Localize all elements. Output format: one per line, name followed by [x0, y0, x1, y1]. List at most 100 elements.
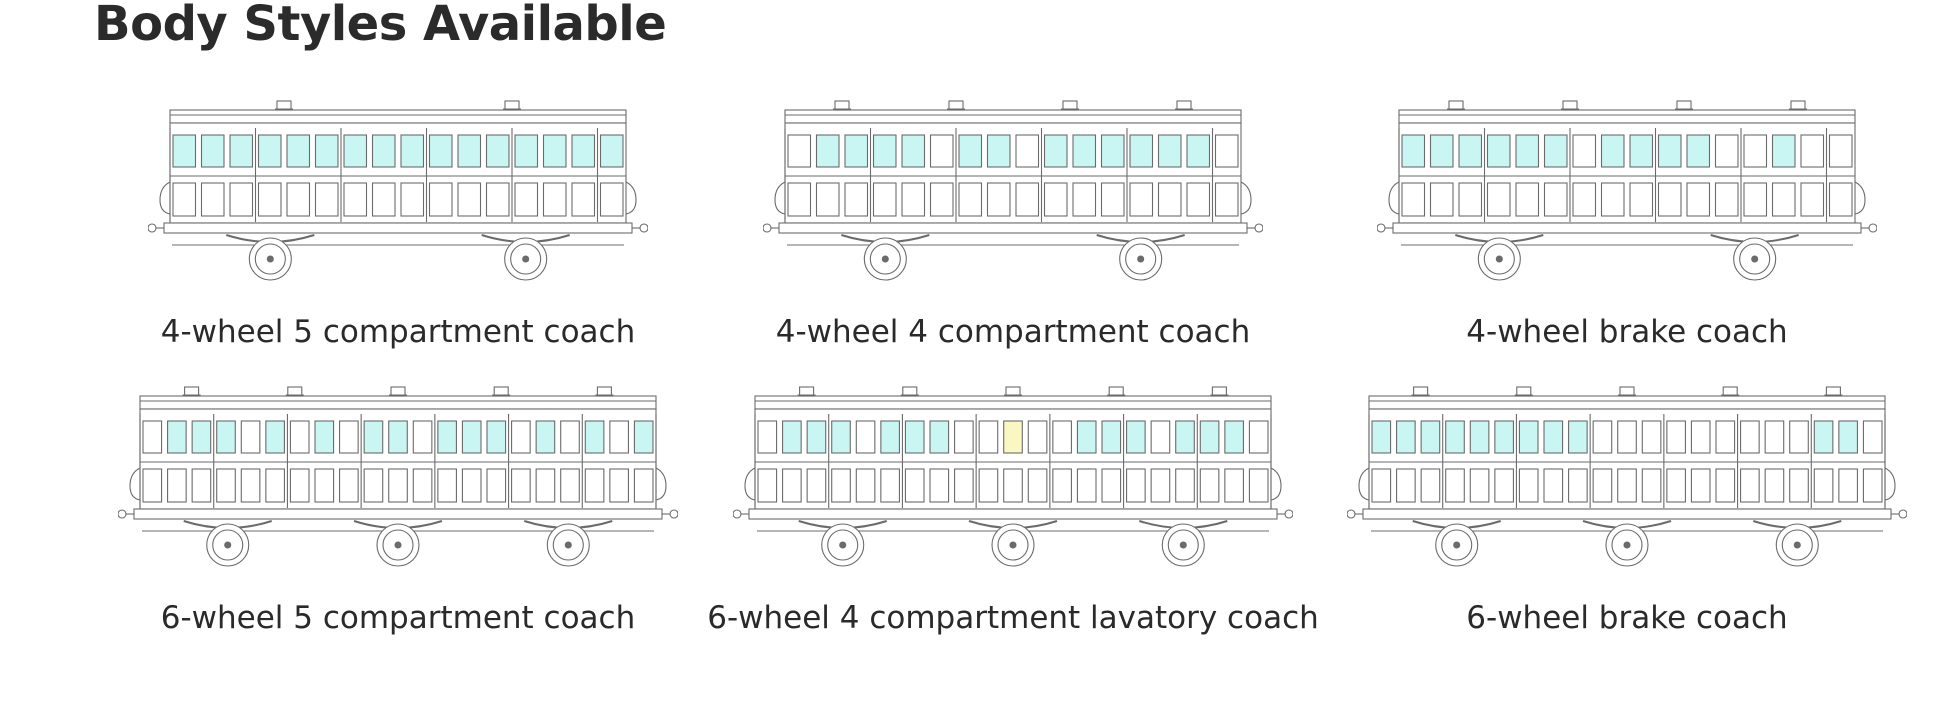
lower-panel [412, 468, 433, 503]
coach-window [1518, 420, 1539, 454]
lower-panel [461, 468, 482, 503]
coach-window [363, 420, 384, 454]
buffer-head [669, 509, 678, 519]
coach-window [1714, 134, 1739, 168]
lower-panel [1043, 182, 1068, 217]
coach-window [571, 134, 596, 168]
buffer-head [1377, 223, 1386, 233]
coach-window [1072, 134, 1097, 168]
lower-panel [1740, 468, 1760, 503]
wheel-hub [881, 255, 889, 263]
lower-panel [1617, 468, 1637, 503]
coach-window [929, 420, 950, 454]
coach-window [872, 134, 897, 168]
lower-panel [1150, 468, 1171, 503]
roof-lamp [1516, 386, 1532, 397]
lower-panel [1641, 468, 1662, 503]
roof-lamp [1108, 386, 1124, 397]
coach-window [486, 420, 507, 454]
lower-panel [904, 468, 925, 503]
lower-panel [216, 468, 236, 503]
wheel-rim [1611, 529, 1643, 561]
wheel-rim [1781, 529, 1813, 561]
lower-panel [855, 468, 876, 503]
body-style-card[interactable]: 4-wheel 4 compartment coach [703, 88, 1323, 350]
lower-panel [1486, 182, 1511, 217]
lower-panel [229, 182, 254, 217]
wheel-hub [564, 541, 572, 549]
body-style-card[interactable]: 4-wheel 5 compartment coach [88, 88, 708, 350]
coach-window [1771, 134, 1796, 168]
end-handrail [744, 467, 756, 501]
end-handrail [774, 181, 786, 215]
body-style-card[interactable]: 6-wheel 4 compartment lavatory coach [703, 374, 1323, 636]
lower-panel [1157, 182, 1182, 217]
lower-panel [1543, 468, 1564, 503]
lower-panel [1743, 182, 1768, 217]
lower-panel [1568, 468, 1588, 503]
lower-panel [609, 468, 629, 503]
lower-panel [844, 182, 869, 217]
lower-panel [1771, 182, 1796, 217]
lower-panel [1813, 468, 1834, 503]
coach-window [633, 420, 654, 454]
coach-window [314, 134, 339, 168]
body-style-card[interactable]: 6-wheel brake coach [1317, 374, 1937, 636]
body-style-card[interactable]: 6-wheel 5 compartment coach [88, 374, 708, 636]
coach-window [986, 134, 1011, 168]
coach-window [1515, 134, 1540, 168]
coach-window [167, 420, 187, 454]
coach-window [1371, 420, 1392, 454]
coach-drawing [1347, 386, 1907, 567]
coach-roof [139, 395, 657, 410]
coach-window [1157, 134, 1182, 168]
buffer-head [763, 223, 772, 233]
coach-window [1486, 134, 1511, 168]
lower-panel [1518, 468, 1539, 503]
coach-window [1629, 134, 1654, 168]
roof-lamp [1413, 386, 1429, 397]
wheel-hub [1623, 541, 1631, 549]
lower-panel [1690, 468, 1711, 503]
coach-window [200, 134, 225, 168]
coach-window [286, 134, 311, 168]
body-style-card[interactable]: 4-wheel brake coach [1317, 88, 1937, 350]
coach-drawing [118, 386, 678, 567]
lower-panel [560, 468, 580, 503]
lower-panel [240, 468, 261, 503]
solebar [748, 508, 1278, 520]
coach-window [229, 134, 254, 168]
coach-diagram [763, 100, 1263, 281]
buffer-head [148, 223, 157, 233]
coach-diagram [733, 386, 1293, 567]
lower-panel [457, 182, 482, 217]
solebar [1392, 222, 1862, 234]
lower-panel [787, 182, 812, 217]
lower-panel [1458, 182, 1483, 217]
coach-window [958, 134, 983, 168]
solebar [133, 508, 663, 520]
end-handrail [1358, 467, 1370, 501]
coach-window [1690, 420, 1711, 454]
wheel-hub [522, 255, 530, 263]
lower-panel [929, 468, 950, 503]
coach-window [782, 420, 802, 454]
coach-roof [1398, 109, 1856, 124]
roof-lamp [1619, 386, 1635, 397]
coach-window [339, 420, 359, 454]
coach-window [1248, 420, 1269, 454]
coach-window [815, 134, 840, 168]
lower-panel [815, 182, 840, 217]
coach-window [1396, 420, 1416, 454]
lower-panel [400, 182, 425, 217]
lower-panel [1015, 182, 1040, 217]
coach-window [1076, 420, 1097, 454]
lower-panel [782, 468, 802, 503]
buffer-head [733, 509, 742, 519]
coach-window [289, 420, 310, 454]
coach-caption: 4-wheel 4 compartment coach [775, 314, 1251, 350]
lower-panel [1101, 468, 1122, 503]
coach-window [1003, 420, 1023, 454]
buffer-head [1898, 509, 1907, 519]
wheel-hub [1495, 255, 1503, 263]
